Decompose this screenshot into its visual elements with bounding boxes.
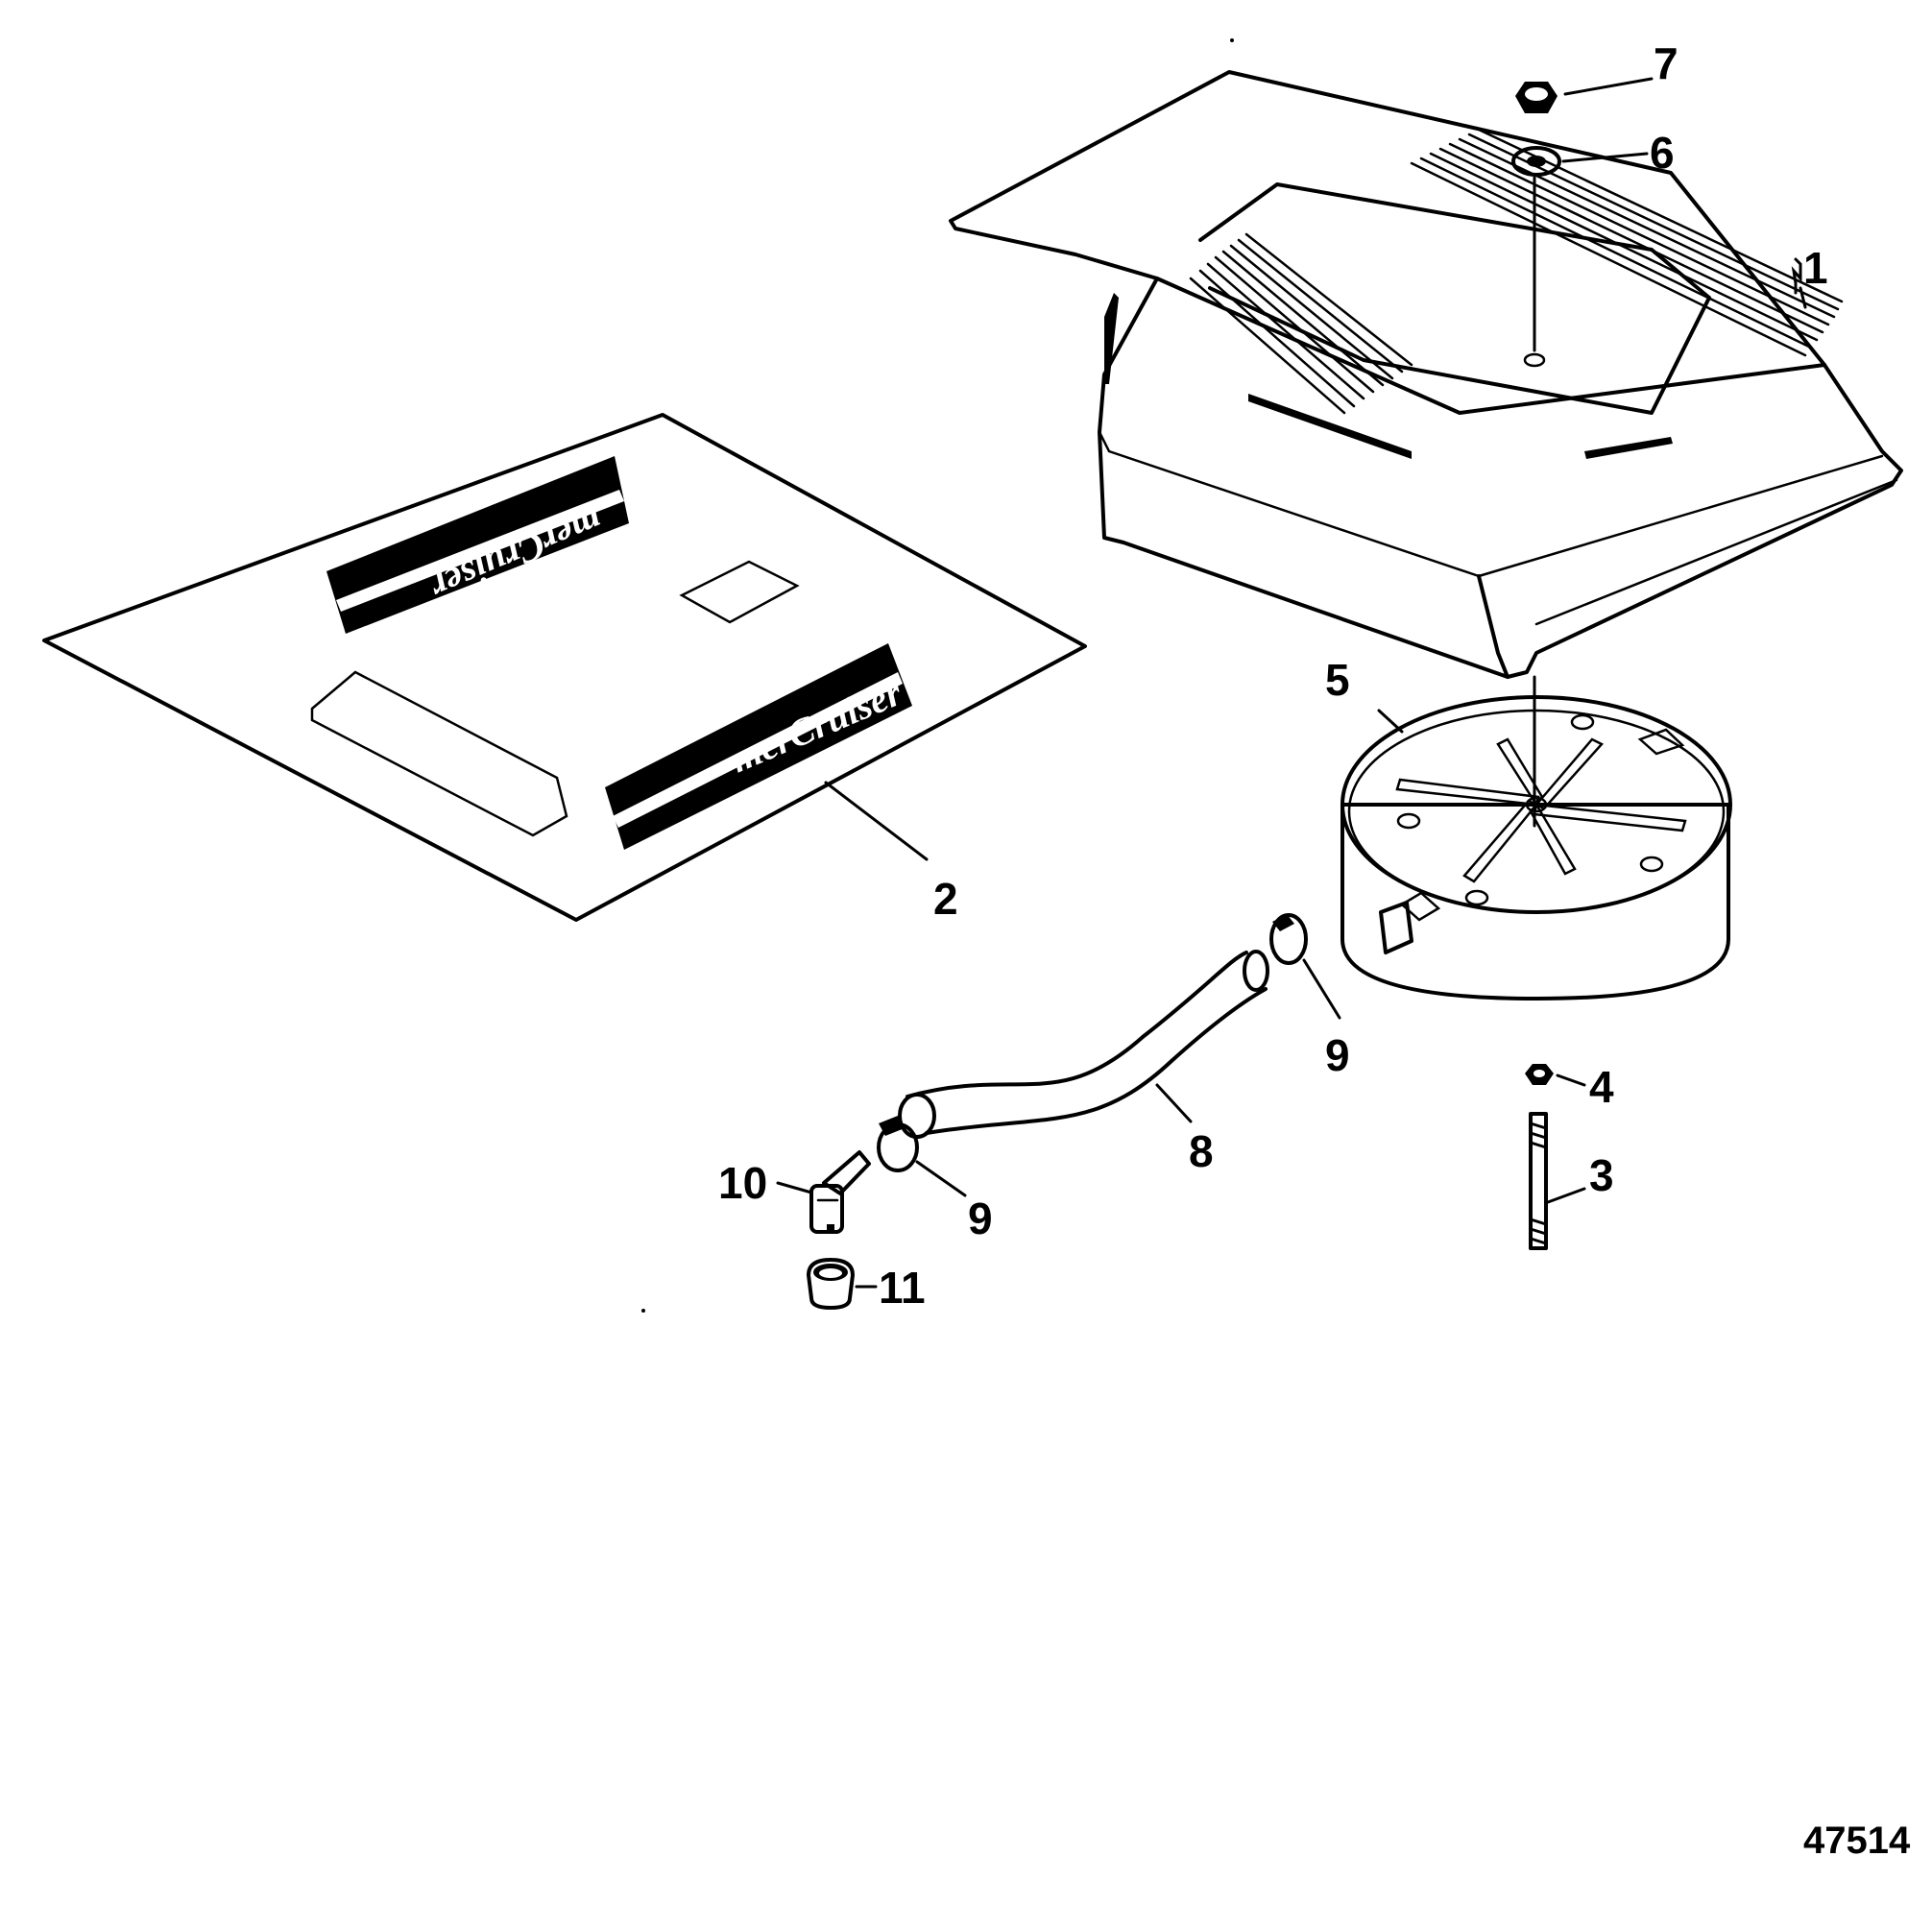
stud (1529, 1112, 1548, 1250)
stud-nut (1525, 1064, 1554, 1085)
callout-9-upper: 9 (1325, 1030, 1350, 1080)
decal-sheet: merCruiser merCruiser (42, 413, 1087, 922)
leader-7 (1563, 77, 1654, 96)
decal-logo-lower: merCruiser (605, 643, 912, 850)
leader-2 (824, 781, 929, 861)
flame-arrestor-element (1340, 675, 1732, 1001)
nut (1515, 82, 1558, 113)
elbow-fitting (809, 1150, 871, 1234)
leader-5 (1377, 709, 1404, 734)
callout-3: 3 (1589, 1150, 1614, 1200)
figure-number: 47514 (1803, 1820, 1911, 1862)
decal-cutout-small (679, 560, 800, 624)
callout-2: 2 (933, 874, 958, 924)
washer (1511, 146, 1561, 177)
hose-clamp-lower (877, 1116, 919, 1172)
leader-9-upper (1302, 958, 1341, 1020)
grommet (807, 1258, 855, 1310)
callout-10: 10 (718, 1158, 767, 1208)
leader-1 (1799, 286, 1807, 309)
leader-lines (776, 77, 1807, 1289)
leader-3 (1546, 1187, 1586, 1204)
breather-hose (898, 950, 1269, 1139)
scan-dot (1230, 38, 1234, 42)
callout-5: 5 (1325, 655, 1350, 705)
scan-dot (641, 1309, 645, 1313)
hose-clamp-upper (1269, 913, 1308, 965)
leader-6 (1561, 152, 1649, 163)
callout-6: 6 (1650, 128, 1675, 178)
leader-1b (1791, 257, 1802, 295)
callout-9-lower: 9 (968, 1194, 993, 1243)
leader-4 (1556, 1073, 1586, 1087)
callout-11: 11 (879, 1263, 926, 1313)
decal-cutout-large (310, 670, 568, 837)
callout-1: 1 (1803, 243, 1828, 293)
flame-arrestor-cover (949, 70, 1903, 679)
leader-10 (776, 1181, 813, 1194)
callout-4: 4 (1589, 1062, 1614, 1112)
callout-7: 7 (1654, 38, 1678, 88)
callout-8: 8 (1189, 1126, 1214, 1176)
leader-8 (1155, 1083, 1193, 1123)
leader-9-lower (915, 1160, 967, 1197)
callout-labels: 1 2 3 4 5 6 7 8 9 9 10 11 (718, 38, 1828, 1313)
